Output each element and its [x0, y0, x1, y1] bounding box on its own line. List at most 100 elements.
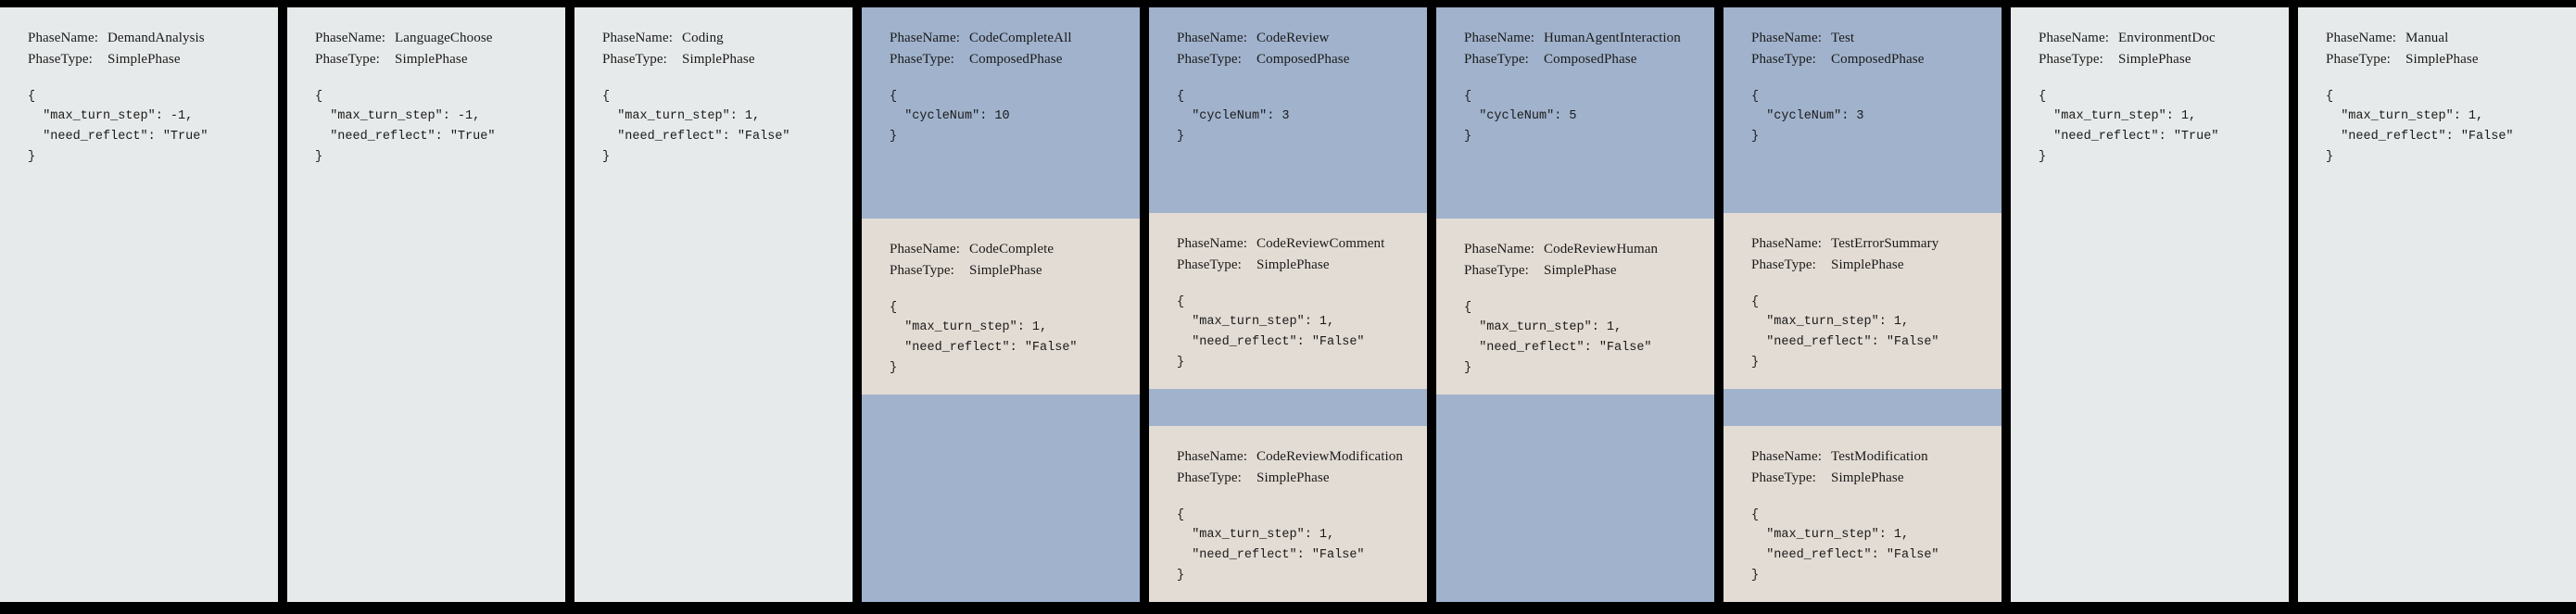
phase-type-row: PhaseType: SimplePhase	[602, 49, 825, 70]
config-line: "cycleNum": 10	[890, 109, 1010, 124]
config-line: {	[1751, 507, 1760, 522]
phase-name-label: PhaseName:	[2039, 31, 2109, 45]
config-line: "max_turn_step": 1,	[1177, 528, 1335, 543]
phase-name-label: PhaseName:	[1751, 31, 1822, 45]
phase-name-label: PhaseName:	[1464, 242, 1534, 257]
phase-name-value: EnvironmentDoc	[2118, 31, 2216, 45]
phase-name-value: Coding	[682, 31, 724, 45]
phase-name-label: PhaseName:	[1751, 236, 1822, 251]
phase-type-value: SimplePhase	[2406, 52, 2479, 68]
phase-config-json: { "max_turn_step": 1, "need_reflect": "F…	[1177, 293, 1399, 373]
phase-name-row: PhaseName:CodeReviewModification	[1177, 446, 1403, 468]
phase-type-label: PhaseType:	[2326, 52, 2391, 68]
phase-type-row: PhaseType:ComposedPhase	[1464, 49, 1686, 70]
phase-type-row: PhaseType: SimplePhase	[315, 49, 537, 70]
config-line: "need_reflect": "False"	[890, 341, 1078, 356]
phase-config-json: { "max_turn_step": -1, "need_reflect": "…	[315, 87, 537, 168]
phase-name-label: PhaseName:	[1177, 31, 1247, 45]
phase-name-value: CodeReviewHuman	[1544, 242, 1659, 257]
phase-name-value: Manual	[2406, 31, 2449, 45]
config-line: "cycleNum": 5	[1464, 109, 1577, 124]
phase-config-json: { "max_turn_step": -1, "need_reflect": "…	[28, 87, 250, 168]
config-line: {	[28, 89, 36, 104]
phase-name-row: PhaseName:CodeReviewComment	[1177, 233, 1399, 255]
phase-type-label: PhaseType:	[602, 52, 667, 68]
config-line: "max_turn_step": 1,	[1751, 315, 1910, 330]
phase-type-value: ComposedPhase	[1544, 52, 1637, 68]
phase-type-row: PhaseType:SimplePhase	[2039, 49, 2261, 70]
phase-name-value: CodeCompleteAll	[969, 31, 1072, 45]
phase-name-row: PhaseName:Coding	[602, 28, 825, 49]
config-line: {	[890, 300, 898, 315]
phase-type-label: PhaseType:	[1464, 263, 1529, 279]
config-line: {	[1177, 89, 1185, 104]
config-line: "need_reflect": "False"	[1751, 548, 1939, 563]
phase-type-row: PhaseType:ComposedPhase	[1177, 49, 1399, 70]
config-line: "need_reflect": "True"	[315, 130, 496, 144]
phase-type-label: PhaseType:	[1177, 52, 1242, 68]
phase-name-label: PhaseName:	[890, 31, 960, 45]
phase-type-label: PhaseType:	[1177, 470, 1242, 486]
config-line: "need_reflect": "False"	[2326, 130, 2514, 144]
phase-name-value: Test	[1831, 31, 1855, 45]
config-line: }	[1464, 130, 1472, 144]
phase-config-json: { "max_turn_step": 1, "need_reflect": "F…	[2326, 87, 2548, 168]
config-line: "need_reflect": "False"	[1751, 335, 1939, 350]
config-line: }	[2326, 150, 2334, 165]
phase-name-row: PhaseName: Test	[1751, 28, 1974, 49]
config-line: "max_turn_step": 1,	[2039, 109, 2197, 124]
config-line: "max_turn_step": 1,	[2326, 109, 2484, 124]
phase-type-row: PhaseType:SimplePhase	[1177, 255, 1399, 276]
phase-type-value: SimplePhase	[682, 52, 755, 68]
phase-type-row: PhaseType:SimplePhase	[890, 260, 1112, 282]
phase-type-row: PhaseType:SimplePhase	[1751, 468, 1974, 489]
config-line: {	[890, 89, 898, 104]
config-line: {	[315, 89, 323, 104]
config-line: "need_reflect": "True"	[28, 130, 208, 144]
phase-type-label: PhaseType:	[315, 52, 380, 68]
phase-name-value: LanguageChoose	[395, 31, 493, 45]
config-line: "max_turn_step": 1,	[1177, 315, 1335, 330]
config-line: "need_reflect": "False"	[602, 130, 790, 144]
phase-name-label: PhaseName:	[1464, 31, 1534, 45]
phase-type-value: ComposedPhase	[1831, 52, 1925, 68]
config-line: {	[602, 89, 611, 104]
phase-name-row: PhaseName:LanguageChoose	[315, 28, 537, 49]
phase-name-label: PhaseName:	[1751, 449, 1822, 464]
phase-config-json: { "max_turn_step": 1, "need_reflect": "F…	[1751, 293, 1974, 373]
phase-name-label: PhaseName:	[2326, 31, 2396, 45]
config-line: "need_reflect": "True"	[2039, 130, 2219, 144]
phase-name-row: PhaseName: EnvironmentDoc	[2039, 28, 2261, 49]
phase-name-value: TestErrorSummary	[1831, 236, 1939, 251]
phase-type-value: SimplePhase	[395, 52, 468, 68]
phase-type-label: PhaseType:	[28, 52, 93, 68]
